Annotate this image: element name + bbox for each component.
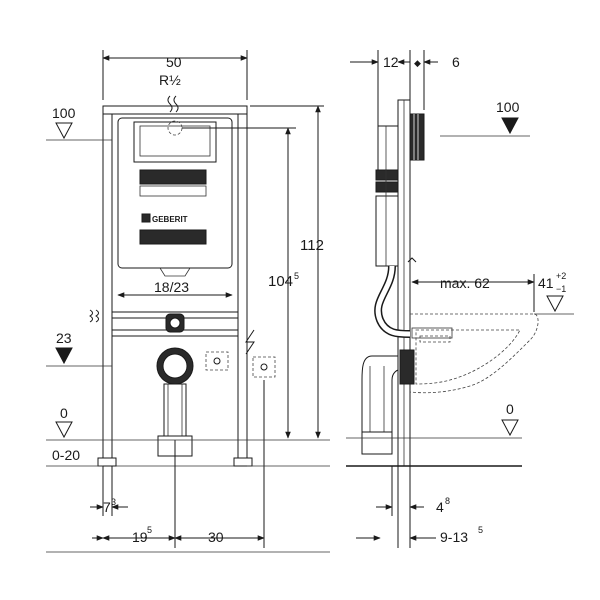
- frame-left-foot: [97, 457, 117, 467]
- level-top-right-label: 100: [496, 99, 520, 115]
- supply-box-right: [252, 356, 276, 378]
- level-markers-left: 100 23 0 0-20: [46, 105, 330, 467]
- thread-label: R½: [159, 72, 181, 88]
- dim-inner-height-label: 104: [268, 273, 293, 290]
- dim-bottom-a-sup: 8: [445, 496, 450, 506]
- level-supply-marker: [55, 347, 73, 365]
- dim-depth-a-label: 12: [383, 54, 399, 70]
- level-floor-left-label: 0: [60, 405, 68, 421]
- dim-drain-offset-sup: 5: [147, 525, 152, 535]
- dim-bottom-b-label: 9-13: [440, 529, 468, 545]
- level-top-left-marker: [55, 122, 73, 140]
- electric-icon: [245, 329, 255, 355]
- dim-total-height-label: 112: [300, 237, 324, 254]
- level-top-right-marker: [501, 117, 519, 135]
- frame-right-upright: [237, 105, 248, 465]
- level-floor-right-label: 0: [506, 401, 514, 417]
- side-wc-bowl-outline: [409, 313, 539, 394]
- dim-bottom-a-label: 4: [436, 499, 444, 515]
- dim-drain-supply-label: 30: [208, 529, 224, 545]
- drain-outlet: [156, 347, 194, 457]
- side-drain-bend: [361, 349, 415, 455]
- dim-bowl-height-label: 41: [538, 275, 554, 291]
- dim-bottom-b-sup: 5: [478, 525, 483, 535]
- level-top-left-label: 100: [52, 105, 76, 121]
- side-view: 12 6 ◆ 100 max. 62 41 +2 −1 0 4 8 9-13 5: [346, 50, 574, 548]
- water-supply-icon: [89, 309, 93, 323]
- brand-label: GEBERIT: [152, 215, 188, 224]
- level-bowl-marker: [546, 295, 564, 313]
- cistern: GEBERIT: [117, 117, 233, 277]
- level-floor-right-marker: [501, 419, 519, 437]
- dim-drain-offset-label: 19: [132, 529, 148, 545]
- supply-box-left: [205, 351, 229, 371]
- dim-bowl-tol-plus: +2: [556, 271, 566, 281]
- dim-bowl-tol-minus: −1: [556, 284, 566, 294]
- front-view: GEBERIT: [46, 50, 330, 553]
- side-wall-plate: [409, 113, 425, 161]
- dim-inner-height-sup: 5: [294, 271, 299, 281]
- dim-depth-b-label: 6: [452, 54, 460, 70]
- dim-left-offset-label: 7: [103, 499, 111, 515]
- side-connection-marker: [407, 257, 417, 263]
- frame-right-foot: [233, 457, 253, 467]
- level-floor-range-label: 0-20: [52, 447, 80, 463]
- dim-flush-spacing-label: 18/23: [154, 279, 189, 295]
- dim-max-projection-label: max. 62: [440, 275, 490, 291]
- side-cistern: [375, 125, 399, 267]
- level-supply-label: 23: [56, 330, 72, 346]
- frame-left-upright: [102, 105, 113, 465]
- level-floor-left-marker: [55, 421, 73, 439]
- dim-left-offset-sup: 3: [111, 497, 116, 507]
- dim-separator: ◆: [414, 58, 421, 68]
- frame-top-rail: [102, 105, 248, 115]
- dim-width-label: 50: [166, 54, 182, 70]
